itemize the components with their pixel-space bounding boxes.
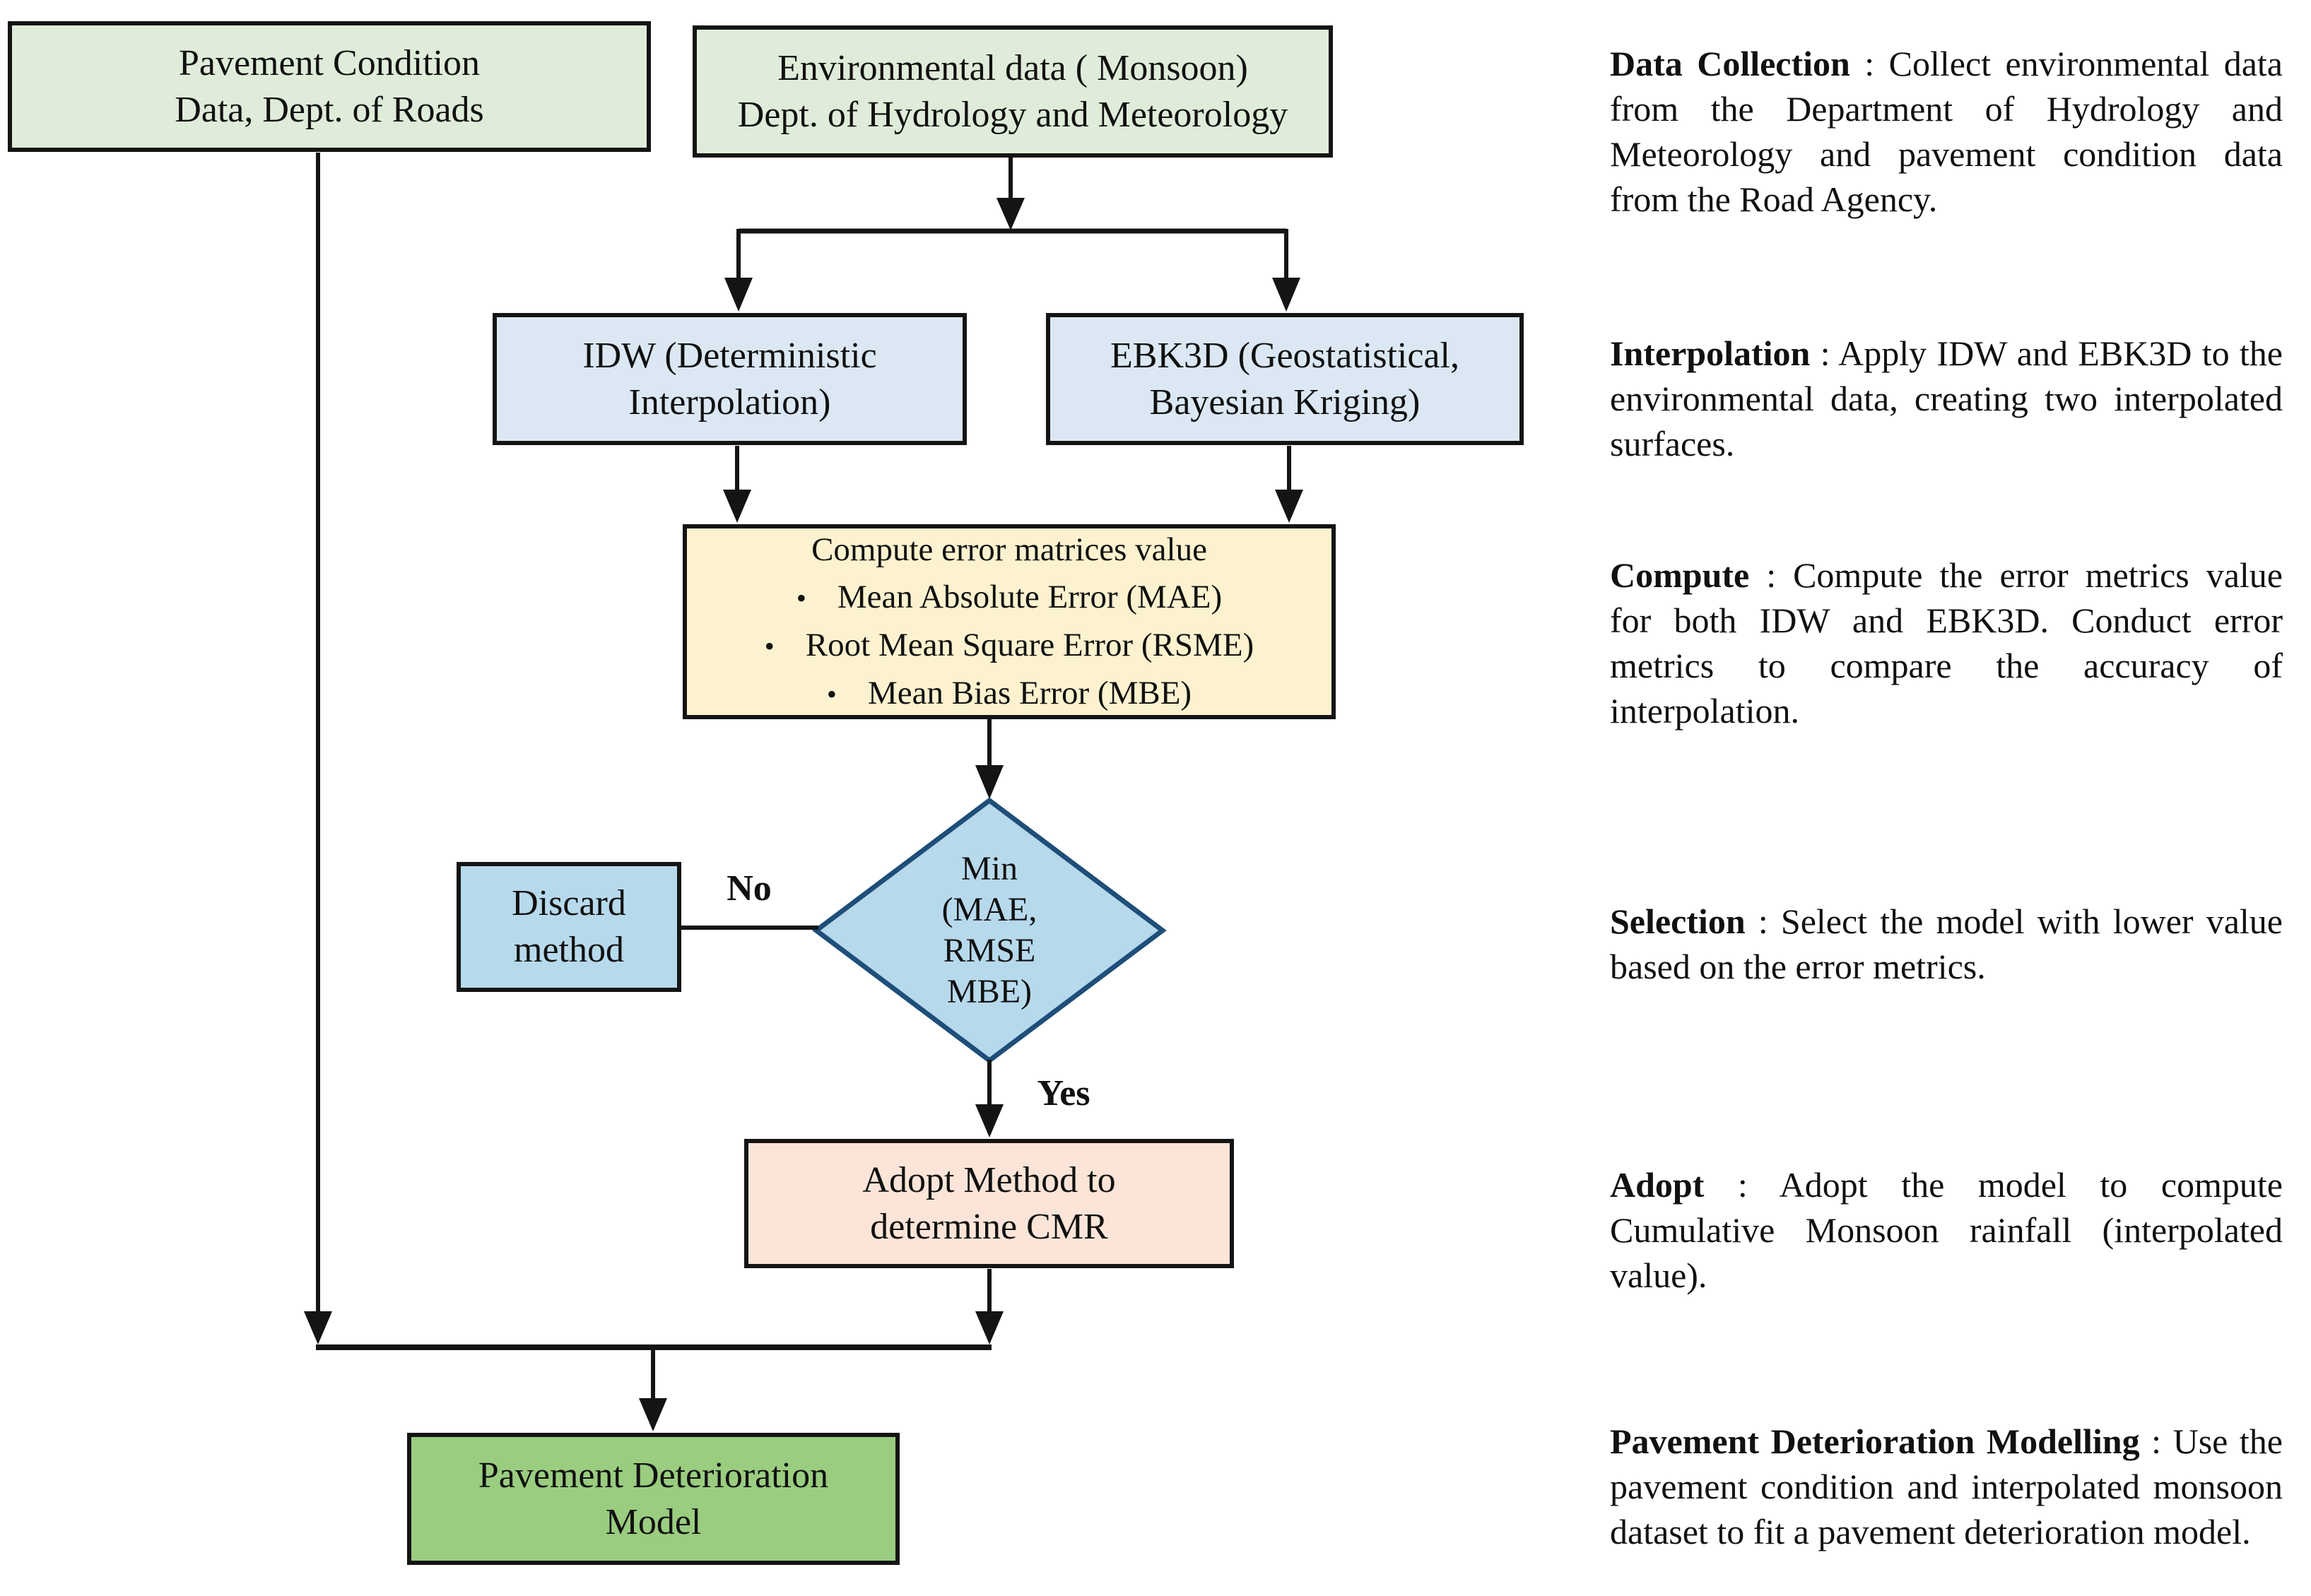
step-pdm-text: : Use the pavement condition and interpo…	[1610, 1421, 2283, 1551]
step-selection: Selection : Select the model with lower …	[1610, 899, 2283, 989]
node-idw: IDW (Deterministic Interpolation)	[493, 313, 967, 445]
arrowhead-merge-to-model	[639, 1398, 667, 1431]
bullet-icon: •	[796, 581, 806, 614]
arrowhead-idw-to-compute	[723, 490, 751, 523]
compute-title: Compute error matrices value	[811, 531, 1207, 568]
arrowhead-adopt-to-merge	[975, 1311, 1004, 1344]
compute-bullet-rsme: • Root Mean Square Error (RSME)	[687, 622, 1331, 670]
edge-label-no: No	[727, 868, 772, 909]
node-ebk3d-line2: Bayesian Kriging)	[1149, 382, 1421, 422]
decision-label: Min (MAE, RMSE MBE)	[816, 800, 1163, 1060]
compute-bullet-mbe: • Mean Bias Error (MBE)	[687, 670, 1331, 718]
node-environmental-data: Environmental data ( Monsoon) Dept. of H…	[693, 25, 1333, 158]
arrowhead-split-to-ebk3d	[1272, 278, 1300, 312]
node-adopt-method: Adopt Method to determine CMR	[744, 1139, 1234, 1268]
node-pavement-condition-line1: Pavement Condition	[178, 42, 481, 83]
node-idw-line1: IDW (Deterministic	[582, 335, 877, 376]
node-pavement-deterioration-model: Pavement Deterioration Model	[407, 1433, 900, 1565]
step-interpolation-term: Interpolation	[1610, 333, 1811, 373]
compute-bullet-mae-text: Mean Absolute Error (MAE)	[837, 578, 1223, 615]
node-discard-line1: Discard	[512, 883, 626, 923]
compute-bullet-rsme-text: Root Mean Square Error (RSME)	[805, 626, 1254, 663]
step-interpolation-text: : Apply IDW and EBK3D to the environment…	[1610, 333, 2283, 463]
arrowhead-split-to-idw	[724, 278, 753, 312]
decision-line2: (MAE,	[941, 891, 1037, 928]
compute-bullet-mbe-text: Mean Bias Error (MBE)	[867, 674, 1192, 711]
step-adopt-term: Adopt	[1610, 1165, 1705, 1205]
decision-line4: MBE)	[947, 973, 1032, 1010]
step-interpolation: Interpolation : Apply IDW and EBK3D to t…	[1610, 331, 2283, 466]
node-adopt-line2: determine CMR	[870, 1206, 1108, 1247]
arrowhead-compute-to-decision	[975, 765, 1004, 799]
bullet-icon: •	[826, 678, 837, 710]
arrowhead-env-to-split	[996, 198, 1025, 230]
node-pavement-condition-data: Pavement Condition Data, Dept. of Roads	[8, 21, 651, 152]
node-pavement-condition-line2: Data, Dept. of Roads	[175, 89, 484, 130]
node-discard-method: Discard method	[457, 862, 681, 992]
step-pavement-deterioration-modelling: Pavement Deterioration Modelling : Use t…	[1610, 1419, 2283, 1554]
compute-bullet-mae: • Mean Absolute Error (MAE)	[687, 574, 1331, 622]
step-compute: Compute : Compute the error metrics valu…	[1610, 552, 2283, 733]
node-adopt-line1: Adopt Method to	[862, 1159, 1116, 1200]
step-selection-text: : Select the model with lower value base…	[1610, 902, 2283, 986]
decision-line3: RMSE	[943, 932, 1036, 969]
node-idw-line2: Interpolation)	[628, 382, 831, 422]
bullet-icon: •	[764, 629, 775, 662]
node-discard-line2: method	[514, 930, 624, 970]
node-environmental-line1: Environmental data ( Monsoon)	[777, 47, 1248, 88]
step-adopt-text: : Adopt the model to compute Cumulative …	[1610, 1165, 2283, 1295]
arrowhead-decision-to-adopt	[975, 1104, 1004, 1137]
step-adopt: Adopt : Adopt the model to compute Cumul…	[1610, 1162, 2283, 1298]
node-ebk3d-line1: EBK3D (Geostatistical,	[1110, 335, 1459, 376]
node-compute-error-metrics: Compute error matrices value • Mean Abso…	[683, 524, 1336, 719]
arrowhead-ebk3d-to-compute	[1275, 490, 1303, 523]
arrowhead-pavement-to-merge	[304, 1311, 332, 1344]
node-environmental-line2: Dept. of Hydrology and Meteorology	[737, 94, 1288, 135]
step-data-collection-term: Data Collection	[1610, 44, 1850, 83]
step-pdm-term: Pavement Deterioration Modelling	[1610, 1421, 2140, 1461]
edge-label-yes: Yes	[1037, 1073, 1090, 1113]
step-compute-text: : Compute the error metrics value for bo…	[1610, 555, 2283, 731]
decision-line1: Min	[960, 850, 1018, 887]
step-selection-term: Selection	[1610, 902, 1746, 941]
step-compute-term: Compute	[1610, 555, 1750, 595]
node-model-line1: Pavement Deterioration	[478, 1455, 829, 1496]
node-model-line2: Model	[605, 1501, 702, 1542]
step-data-collection-text: : Collect environmental data from the De…	[1610, 44, 2283, 219]
node-ebk3d: EBK3D (Geostatistical, Bayesian Kriging)	[1046, 313, 1524, 445]
step-data-collection: Data Collection : Collect environmental …	[1610, 41, 2283, 222]
